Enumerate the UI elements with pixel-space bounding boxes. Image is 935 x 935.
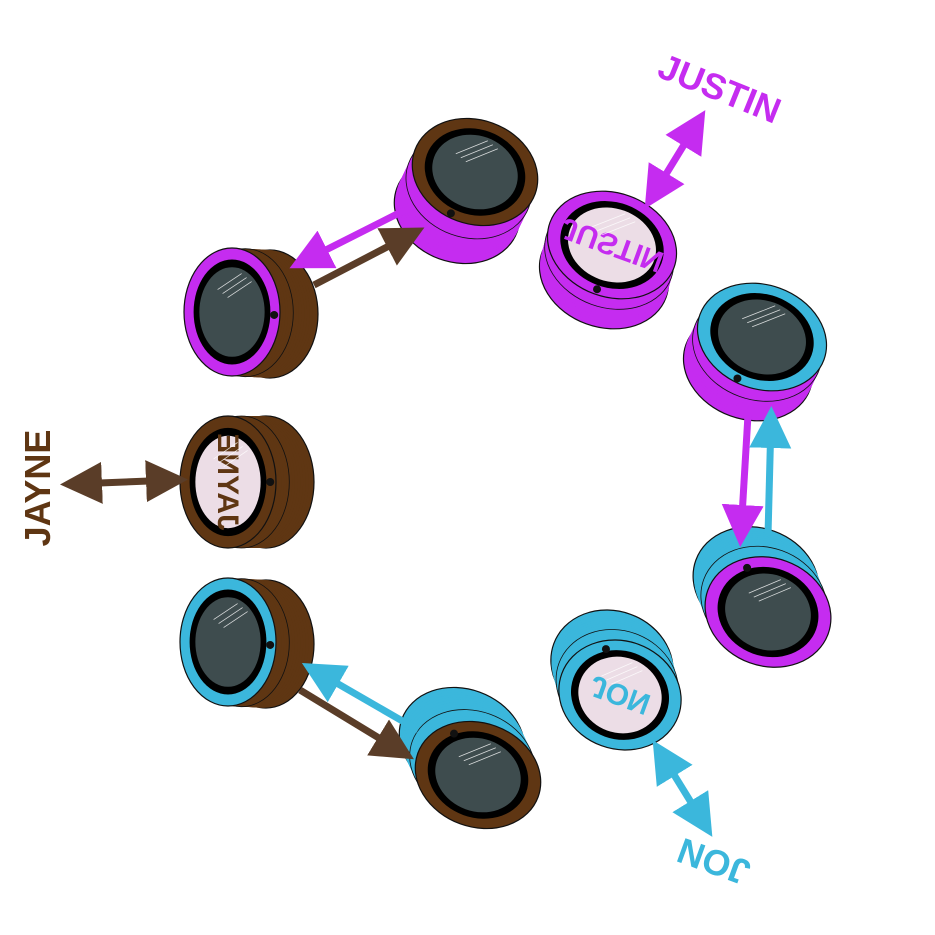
- arrow-top-to-upper-left: [289, 206, 407, 269]
- arrow-jon: [652, 740, 713, 837]
- label-jon: JON: [672, 830, 756, 894]
- glare-line: [223, 450, 248, 468]
- label-jayne: JAYNE: [17, 430, 58, 547]
- indicator-dot: [266, 640, 275, 649]
- device-right-upper: [682, 282, 828, 422]
- glare-line: [606, 666, 638, 681]
- device-bottom: [398, 686, 542, 830]
- device-lens: [718, 299, 806, 375]
- device-top: [393, 117, 539, 265]
- device-lens: [195, 597, 261, 687]
- glare-line: [752, 313, 786, 328]
- indicator-dot: [733, 374, 742, 383]
- glare-line: [223, 611, 248, 628]
- indicator-dot: [743, 563, 752, 572]
- device-justin: JUSTIN: [538, 190, 678, 330]
- glare-line: [463, 747, 496, 762]
- glare-line: [747, 309, 781, 324]
- indicator-dot: [446, 209, 455, 218]
- device-jayne: JAYNE: [179, 415, 315, 549]
- arrow-upper-left-to-top: [312, 227, 425, 289]
- device-lens: [199, 267, 265, 357]
- glare-line: [213, 603, 238, 620]
- glare-line: [602, 221, 636, 236]
- indicator-dot: [270, 310, 279, 319]
- arrow-jayne: [60, 460, 188, 504]
- glare-line: [217, 273, 242, 290]
- glare-line: [742, 305, 776, 320]
- indicator-dot: [266, 478, 275, 486]
- arrow-right-down: [721, 414, 764, 547]
- device-lens: [432, 134, 518, 210]
- glare-line: [458, 743, 491, 758]
- device-lens: [435, 737, 521, 813]
- indicator-dot: [450, 729, 459, 738]
- glare-line: [465, 148, 498, 163]
- label-justin: JUSTIN: [653, 45, 787, 131]
- glare-line: [753, 583, 786, 598]
- glare-line: [601, 662, 633, 677]
- lens-mirrored-text: JAYNE: [211, 433, 244, 530]
- indicator-dot: [593, 285, 602, 294]
- device-upper-left: [183, 247, 319, 379]
- arrow-right-up: [749, 406, 792, 536]
- device-lens: [568, 207, 656, 283]
- glare-line: [748, 579, 781, 594]
- arrow-justin: [644, 110, 706, 209]
- indicator-dot: [601, 645, 610, 654]
- glare-line: [597, 217, 631, 232]
- device-jon: JON: [550, 609, 682, 751]
- device-lower-left: [179, 577, 315, 709]
- glare-line: [468, 751, 501, 766]
- glare-line: [611, 670, 643, 685]
- arrow-lower-left-to-bottom: [298, 687, 414, 760]
- device-lens: [725, 573, 811, 651]
- glare-line: [213, 442, 238, 460]
- glare-line: [758, 587, 791, 602]
- glare-line: [222, 277, 247, 294]
- device-lens: [578, 656, 662, 734]
- glare-line: [227, 281, 252, 298]
- glare-line: [218, 446, 243, 464]
- device-lens: [195, 435, 261, 529]
- glare-line: [460, 144, 493, 159]
- glare-line: [218, 607, 243, 624]
- glare-line: [455, 140, 488, 155]
- glare-line: [592, 213, 626, 228]
- device-right-lower: [692, 526, 832, 668]
- arrow-bottom-to-lower-left: [301, 663, 420, 734]
